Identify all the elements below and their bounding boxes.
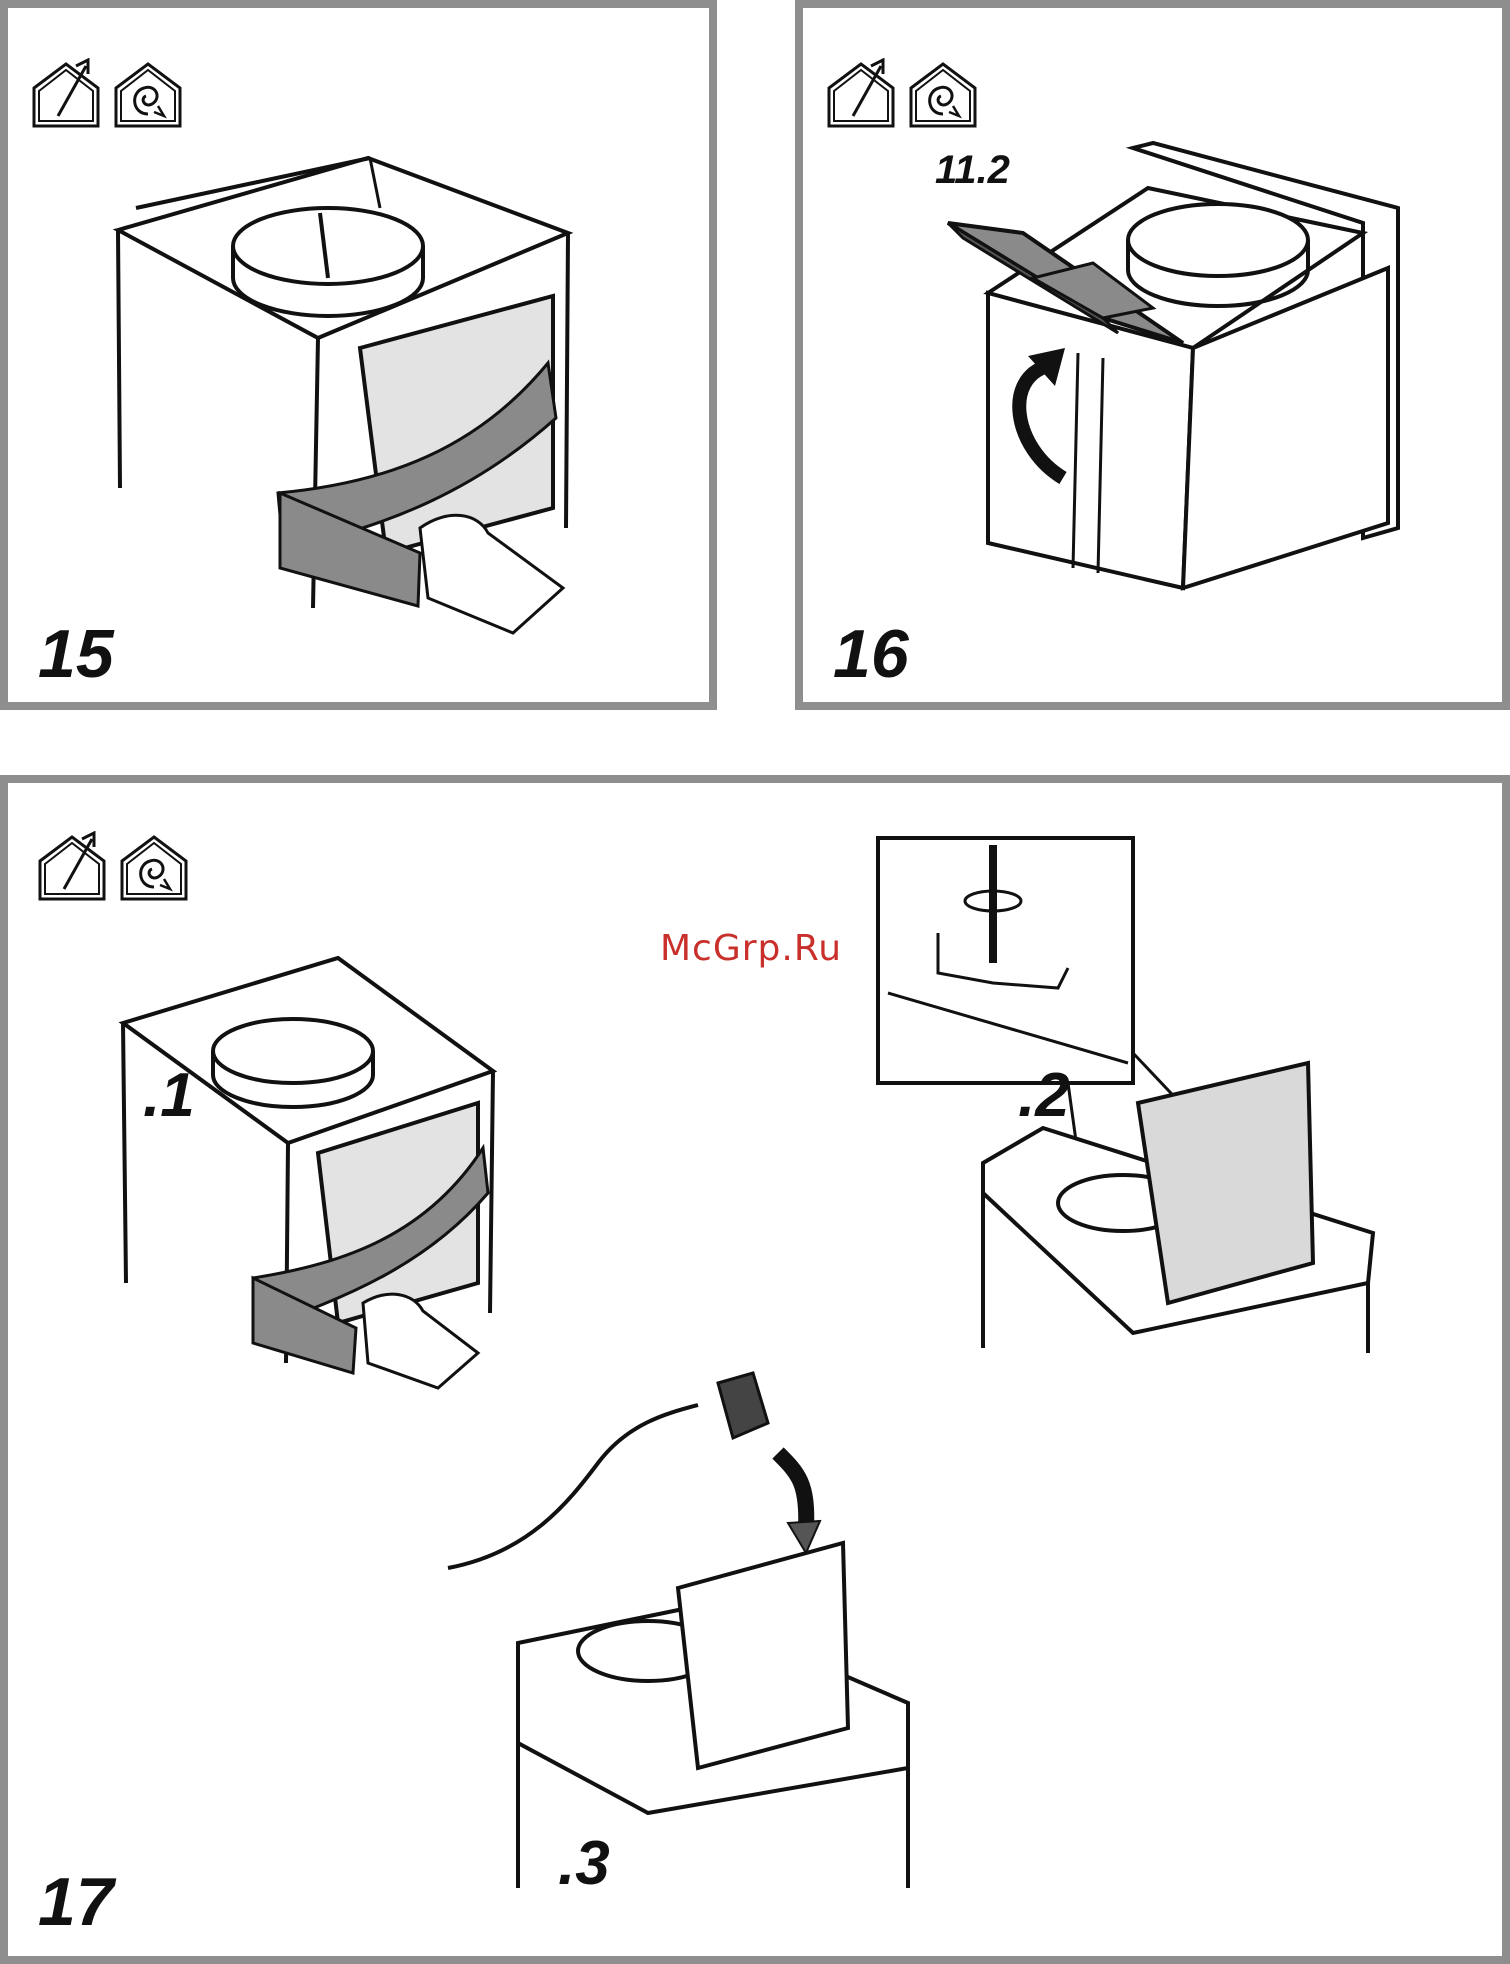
watermark: McGrp.Ru (660, 928, 842, 969)
step-15-illustration (8, 8, 708, 708)
step-16-panel: 11.2 16 (795, 0, 1510, 710)
substep-3-illustration (448, 1373, 908, 1888)
step-15-panel: 15 (0, 0, 717, 710)
step-number: 15 (38, 620, 114, 688)
step-number: 16 (833, 620, 909, 688)
substep-1-illustration (123, 958, 493, 1388)
step-number: 17 (38, 1868, 114, 1936)
step-16-illustration (803, 8, 1503, 708)
substep-2-illustration (878, 838, 1373, 1353)
substep-1-label: .1 (143, 1065, 195, 1127)
substep-2-label: .2 (1018, 1065, 1070, 1127)
substep-3-label: .3 (558, 1833, 610, 1895)
